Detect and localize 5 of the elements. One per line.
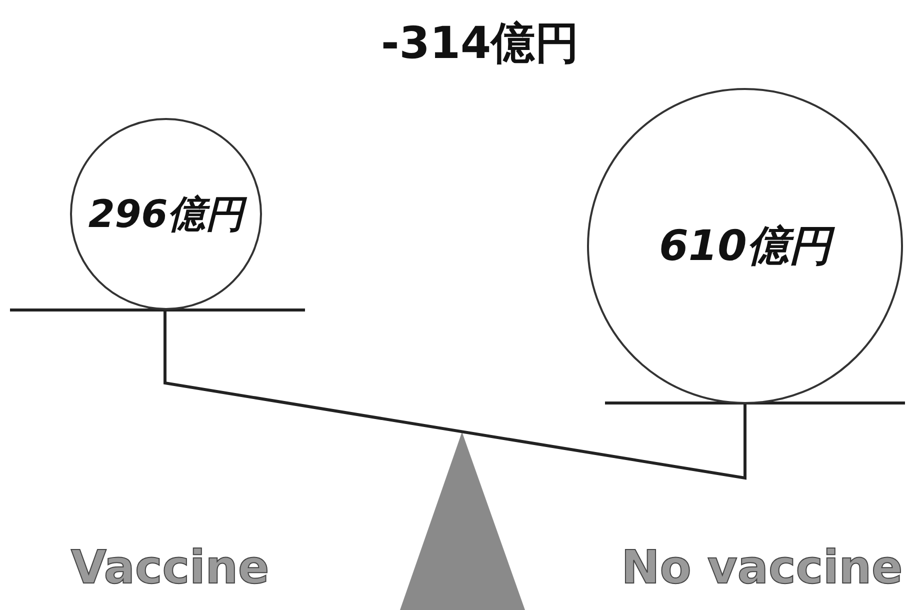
group-label: Vaccine bbox=[70, 540, 270, 594]
difference-label: -314億円 bbox=[380, 17, 580, 71]
circle-weight: 610億円 bbox=[587, 88, 903, 404]
circle-weight: 296億円 bbox=[70, 118, 262, 310]
group-label: No vaccine bbox=[621, 540, 903, 594]
